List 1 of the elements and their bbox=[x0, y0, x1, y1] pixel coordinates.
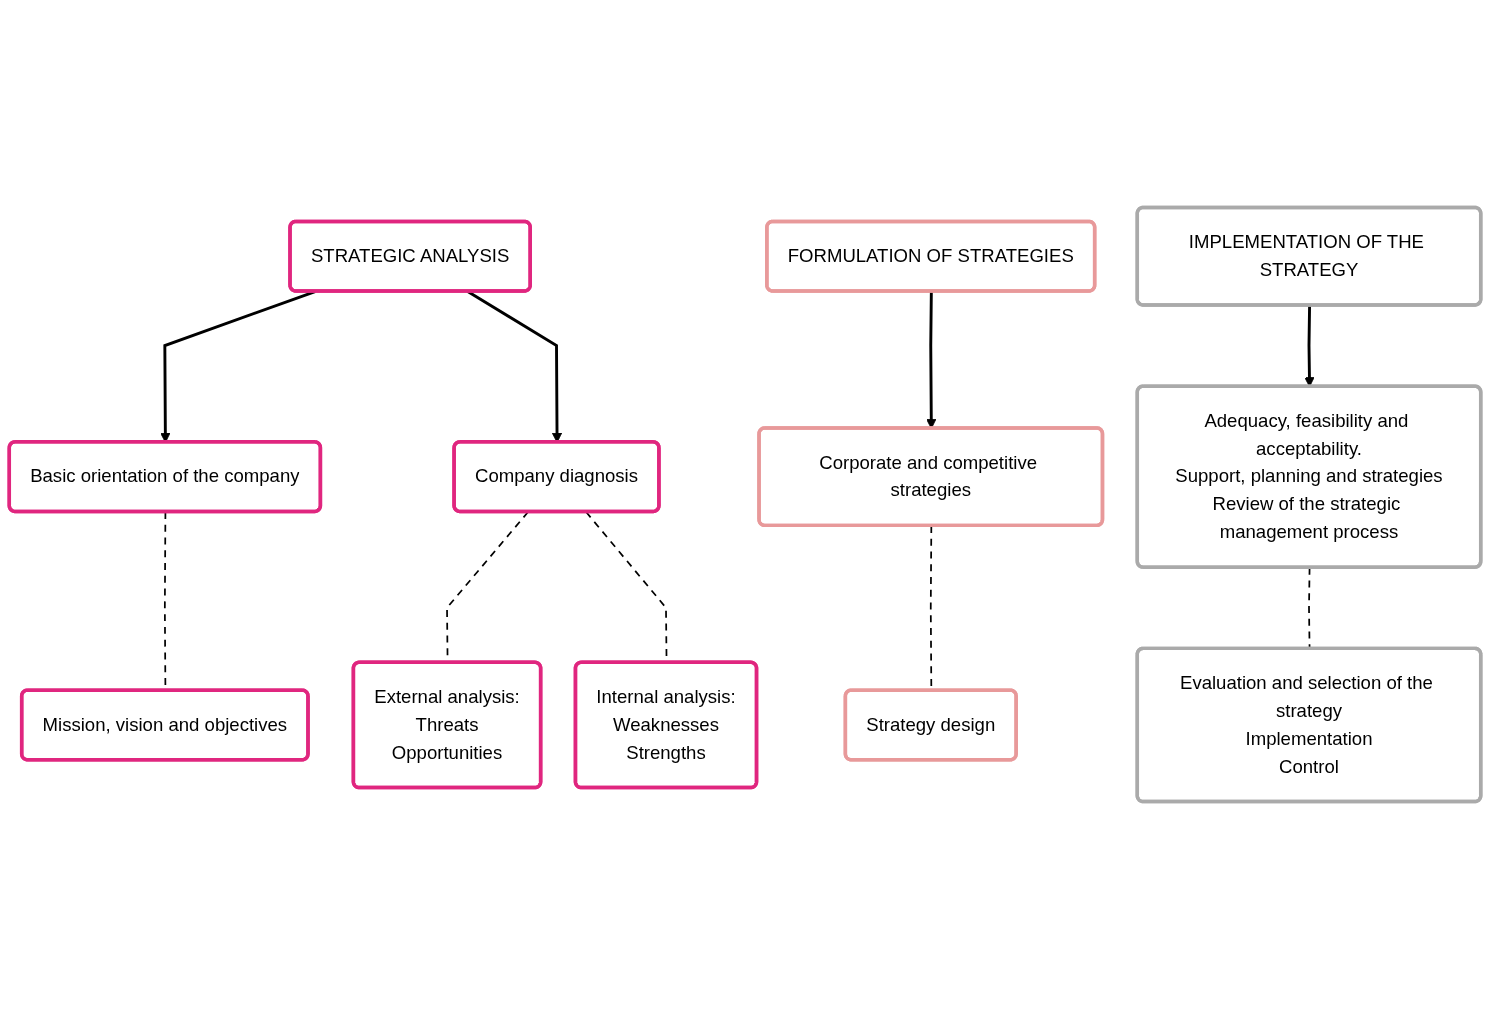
flowchart-drawing: STRATEGIC ANALYSIS FORMULATION OF STRATEGIES IMPLEMENTATION OF THE STRATEGY Basic orientation of the company Company diagnosis Corporate and competitive strategies Adequacy, feasibility and acceptability. Support, planning and strategies Review of the strategic management process Mission, vision and objectives External analysis: Threats Opportunities Strategy design Evaluation and selection of the strategy Implementation Control Internal analysis: Weaknesses Strengths bbox=[0, 0, 1490, 1009]
